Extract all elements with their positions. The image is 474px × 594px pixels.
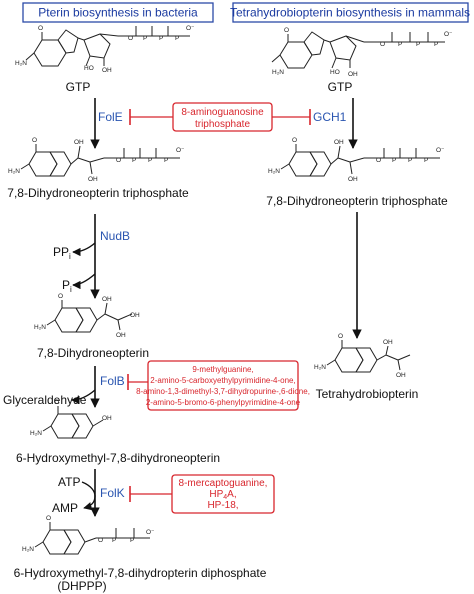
dhnp-tp-right-label: 7,8-Dihydroneopterin triphosphate (266, 194, 448, 208)
svg-text:OH: OH (396, 372, 406, 379)
svg-text:OH: OH (102, 296, 112, 303)
svg-text:OH: OH (334, 139, 344, 146)
svg-text:H₂N: H₂N (268, 168, 280, 175)
inhibitor-folk-line3: HP-18, (207, 500, 238, 511)
dhnp-tp-left-label: 7,8-Dihydroneopterin triphosphate (7, 186, 189, 200)
gtp-left-label: GTP (66, 80, 91, 94)
header-mammals: Tetrahydrobiopterin biosynthesis in mamm… (230, 2, 470, 23)
gtp-left-structure (25, 26, 190, 67)
dhnp-structure (46, 300, 133, 333)
svg-text:O: O (338, 333, 343, 340)
inhibitor-gch-line1: 8-aminoguanosine (181, 107, 264, 118)
amp-label: AMP (52, 501, 78, 515)
header-bacteria: Pterin biosynthesis in bacteria (22, 2, 214, 23)
svg-text:OH: OH (102, 415, 112, 422)
svg-text:H₂N: H₂N (22, 546, 34, 553)
dhppp-structure (34, 522, 150, 555)
svg-text:P: P (112, 537, 116, 544)
svg-text:O: O (128, 35, 133, 42)
enzyme-fole: FolE (98, 110, 123, 124)
hmdp-label: 6-Hydroxymethyl-7,8-dihydroneopterin (16, 451, 220, 465)
svg-text:OH: OH (130, 312, 140, 319)
inhibitor-folb-line3: 8-amino-1,3-dimethyl-3,7-dihydropurine-,… (136, 387, 310, 396)
svg-text:HO: HO (330, 69, 340, 76)
inhibitor-folb: 9-methylguanine, 2-amino-5-carboxyethylp… (127, 360, 310, 411)
svg-text:P: P (434, 41, 438, 48)
svg-text:H₂N: H₂N (34, 324, 46, 331)
svg-text:H₂N: H₂N (8, 168, 20, 175)
svg-text:O⁻: O⁻ (186, 25, 195, 32)
inhibitor-gch-line2: triphosphate (195, 119, 250, 130)
svg-text:H₂N: H₂N (15, 60, 27, 67)
svg-text:O⁻: O⁻ (444, 31, 453, 38)
svg-text:P: P (148, 157, 152, 164)
svg-text:P: P (398, 41, 402, 48)
dhppp-label-line2: (DHPPP) (57, 579, 106, 593)
svg-text:O: O (380, 41, 385, 48)
svg-text:O: O (46, 515, 51, 522)
enzyme-folk: FolK (100, 486, 125, 500)
svg-text:P: P (392, 157, 396, 164)
svg-text:OH: OH (74, 139, 84, 146)
svg-text:O: O (376, 157, 381, 164)
svg-text:O: O (38, 25, 43, 32)
svg-text:O: O (292, 137, 297, 144)
inhibitor-folb-line4: 2-amino-5-bromo-6-phenylpyrimidine-4-one (146, 398, 301, 407)
svg-text:P: P (424, 157, 428, 164)
svg-text:O: O (54, 399, 59, 406)
svg-text:P: P (143, 35, 147, 42)
hmdp-structure (42, 406, 104, 439)
svg-text:P: P (159, 35, 163, 42)
svg-text:OH: OH (116, 332, 126, 339)
svg-text:OH: OH (88, 176, 98, 183)
enzyme-gch1: GCH1 (313, 110, 347, 124)
gtp-right-structure (271, 31, 445, 69)
svg-text:H₂N: H₂N (30, 430, 42, 437)
svg-text:OH: OH (348, 71, 358, 78)
enzyme-nudb: NudB (100, 229, 130, 243)
glyceraldehyde-label: Glyceraldehyde (3, 393, 87, 407)
enzyme-folb: FolB (100, 374, 125, 388)
svg-text:P: P (408, 157, 412, 164)
svg-text:P: P (130, 537, 134, 544)
header-bacteria-label: Pterin biosynthesis in bacteria (38, 6, 198, 20)
inhibitor-gch: 8-aminoguanosine triphosphate (129, 102, 311, 132)
inhibitor-folk: 8-mercaptoguanine, HP4A, HP-18, (129, 474, 275, 514)
svg-text:O: O (98, 537, 103, 544)
inhibitor-folb-line1: 9-methylguanine, (192, 365, 253, 374)
svg-text:P: P (175, 35, 179, 42)
svg-text:O⁻: O⁻ (146, 529, 155, 536)
svg-text:O: O (32, 137, 37, 144)
svg-text:P: P (164, 157, 168, 164)
gtp-right-label: GTP (328, 80, 353, 94)
svg-text:HO: HO (84, 65, 94, 72)
ppi-label: PPi (53, 245, 71, 261)
dhppp-label-line1: 6-Hydroxymethyl-7,8-dihydropterin diphos… (14, 566, 267, 580)
svg-text:P: P (416, 41, 420, 48)
inhibitor-folk-line2: HP4A, (209, 489, 236, 501)
svg-text:O: O (284, 27, 289, 34)
header-mammals-label: Tetrahydrobiopterin biosynthesis in mamm… (230, 6, 470, 20)
inhibitor-folb-line2: 2-amino-5-carboxyethylpyrimidine-4-one, (150, 376, 295, 385)
dhnp-tp-right-structure (280, 144, 440, 177)
bh4-structure (326, 340, 411, 373)
svg-text:P: P (132, 157, 136, 164)
bh4-label: Tetrahydrobiopterin (316, 387, 419, 401)
dhnp-tp-left-structure (20, 144, 180, 177)
svg-text:O⁻: O⁻ (436, 147, 445, 154)
svg-text:O: O (58, 293, 63, 300)
atp-label: ATP (58, 475, 80, 489)
svg-text:OH: OH (348, 176, 358, 183)
svg-text:OH: OH (383, 339, 393, 346)
svg-text:O⁻: O⁻ (176, 147, 185, 154)
inhibitor-folk-line1: 8-mercaptoguanine, (179, 478, 268, 489)
svg-text:H₂N: H₂N (314, 364, 326, 371)
svg-text:O: O (116, 157, 121, 164)
svg-text:H₂N: H₂N (272, 69, 284, 76)
svg-text:OH: OH (102, 67, 112, 74)
dhnp-label: 7,8-Dihydroneopterin (37, 346, 149, 360)
pi-label: Pi (62, 278, 72, 294)
